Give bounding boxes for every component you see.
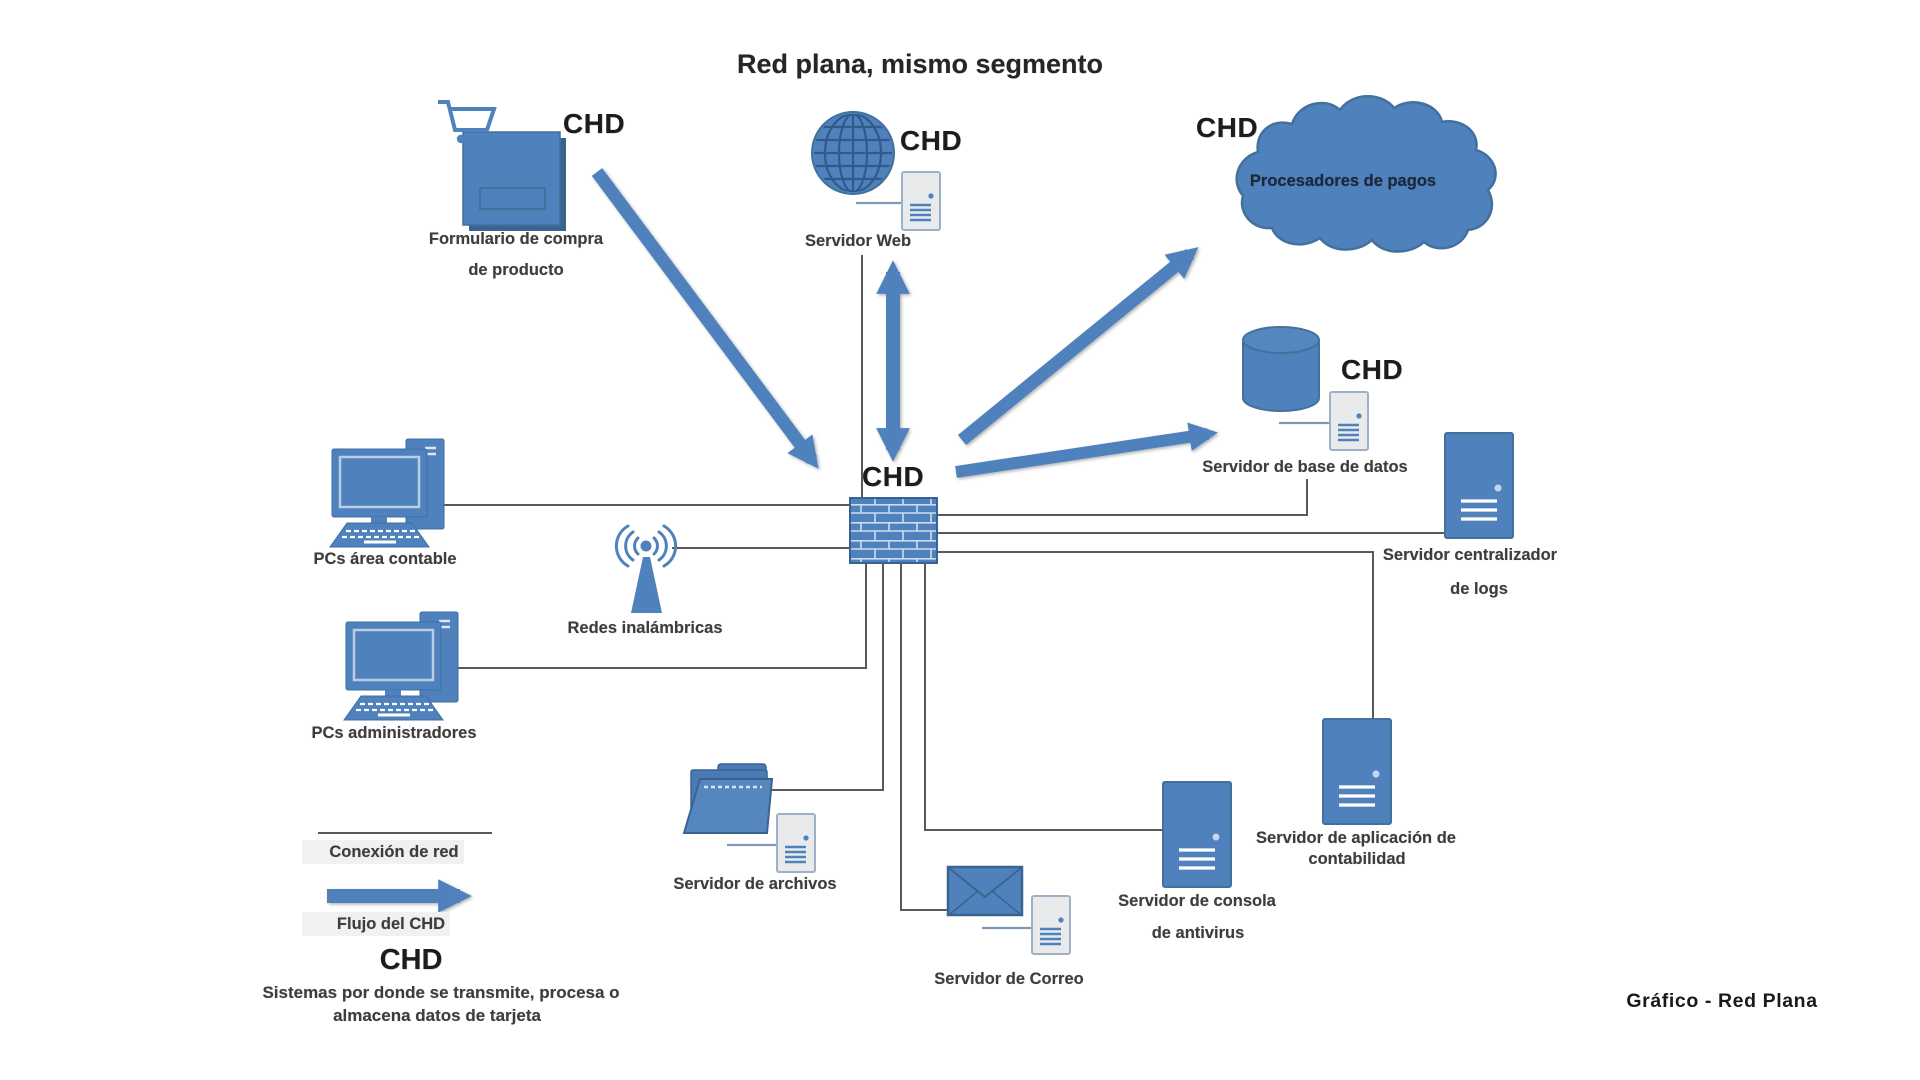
database-server-icon xyxy=(1328,390,1370,452)
pcs-admins-label: PCs administradores xyxy=(311,724,477,742)
legend-chd-flow-label: Flujo del CHD xyxy=(336,915,446,933)
antivirus-console-label-line1: Servidor de consola xyxy=(1118,892,1276,910)
antivirus-console-server-icon xyxy=(1161,780,1233,889)
shopping-cart-icon xyxy=(438,100,497,144)
network-line-database xyxy=(937,479,1308,516)
accounting-app-label-line2: contabilidad xyxy=(1308,850,1406,868)
chd-label-database: CHD xyxy=(1340,354,1404,385)
mail-server-icon xyxy=(1030,894,1072,956)
log-server-label-line2: de logs xyxy=(1450,580,1508,598)
legend-chd-heading: CHD xyxy=(379,944,443,976)
web-server-label: Servidor Web xyxy=(804,232,912,250)
chd-flow-arrows xyxy=(327,168,1218,913)
network-line-antivirus xyxy=(924,563,1163,831)
payment-processors-label: Procesadores de pagos xyxy=(1249,172,1437,190)
wireless-label: Redes inalámbricas xyxy=(567,619,723,637)
network-line-mail-server xyxy=(900,563,948,911)
database-server-label: Servidor de base de datos xyxy=(1202,458,1408,476)
chd-flow-arrow-firewall-to-database xyxy=(955,422,1218,478)
network-line-file-server xyxy=(770,563,884,791)
wireless-antenna-icon xyxy=(614,524,678,613)
antivirus-console-label-line2: de antivirus xyxy=(1151,924,1245,942)
purchase-form-label-line2: de producto xyxy=(468,261,564,279)
legend-chd-description-line2: almacena datos de tarjeta xyxy=(333,1006,541,1025)
chd-label-web-server: CHD xyxy=(899,125,963,156)
desktop-pc-icon-admins xyxy=(342,610,460,722)
desktop-pc-icon-contable xyxy=(328,437,446,549)
web-server-icon xyxy=(900,170,942,232)
chd-label-firewall: CHD xyxy=(861,461,925,492)
file-server-icon xyxy=(775,812,817,874)
legend-highlight xyxy=(302,912,450,936)
pcs-contable-label: PCs área contable xyxy=(313,550,457,568)
chd-flow-arrow-form-to-firewall xyxy=(591,168,819,469)
firewall-icon xyxy=(849,497,938,564)
envelope-icon xyxy=(946,865,1024,917)
diagram-title: Red plana, mismo segmento xyxy=(736,49,1104,79)
chd-label-payment-processors: CHD xyxy=(1195,112,1259,143)
network-line-pcs-admins xyxy=(453,563,867,669)
purchase-form-icon xyxy=(438,100,566,231)
legend-network-connection-label: Conexión de red xyxy=(329,843,459,861)
diagram-caption: Gráfico - Red Plana xyxy=(1626,990,1818,1012)
accounting-app-server-icon xyxy=(1321,717,1393,826)
network-line-accounting-app xyxy=(937,551,1374,719)
legend-chd-description-line1: Sistemas por donde se transmite, procesa… xyxy=(262,983,620,1002)
accounting-app-label-line1: Servidor de aplicación de xyxy=(1256,829,1456,847)
globe-icon xyxy=(811,111,895,195)
chd-flow-arrow-firewall-to-cloud xyxy=(957,247,1199,446)
folder-icon xyxy=(682,763,774,834)
legend-highlight xyxy=(302,840,464,864)
purchase-form-label-line1: Formulario de compra xyxy=(428,230,604,248)
database-icon xyxy=(1242,326,1320,412)
chd-label-purchase-form: CHD xyxy=(562,108,626,139)
log-server-icon xyxy=(1443,431,1515,540)
server-connectors xyxy=(727,201,1330,930)
file-server-label: Servidor de archivos xyxy=(673,875,837,893)
mail-server-label: Servidor de Correo xyxy=(934,970,1084,988)
log-server-label-line1: Servidor centralizador xyxy=(1382,546,1558,564)
network-lines xyxy=(318,255,1445,911)
cloud-icon xyxy=(1235,95,1497,253)
